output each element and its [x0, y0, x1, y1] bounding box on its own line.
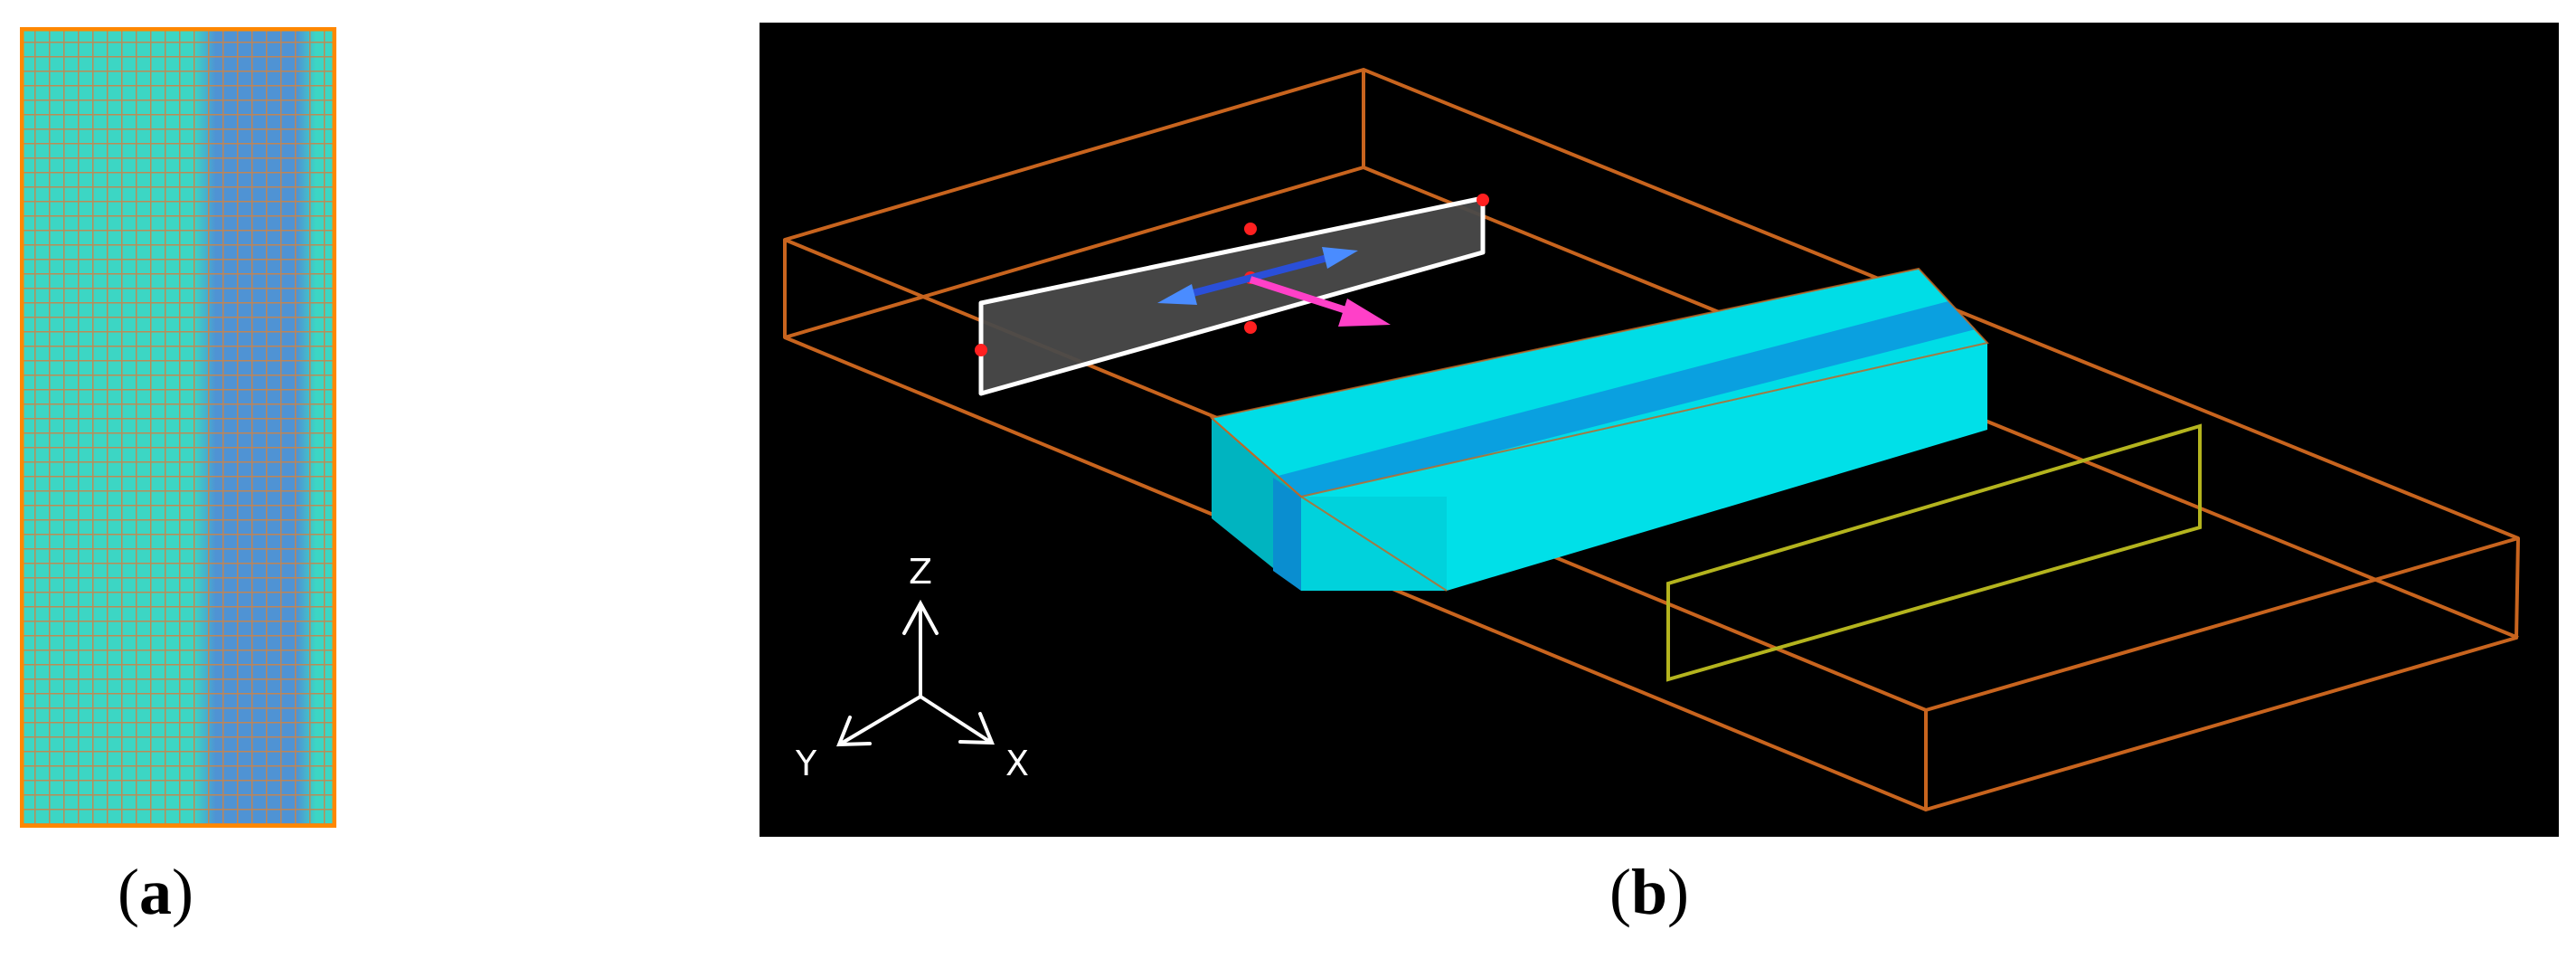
port-frame	[978, 195, 1486, 396]
port-marker	[1244, 321, 1257, 334]
y-axis-arrowhead	[836, 716, 872, 747]
panel-b-caption: (b)	[1609, 855, 1689, 930]
x-axis-arrowhead	[958, 712, 995, 745]
caption-open-paren: (	[1609, 856, 1631, 928]
caption-close-paren: )	[1667, 856, 1690, 928]
caption-close-paren: )	[171, 856, 193, 928]
mesh-border	[20, 27, 336, 828]
port-marker	[1244, 223, 1257, 235]
panel-a-mesh-view	[20, 27, 336, 828]
caption-open-paren: (	[118, 856, 139, 928]
excitation-port	[975, 194, 1489, 396]
simulation-domain-box	[783, 68, 2520, 811]
y-axis-label: Y	[795, 744, 817, 783]
mesh-grid	[22, 29, 335, 826]
x-axis-label: X	[1005, 744, 1029, 783]
z-axis-label: Z	[909, 552, 932, 592]
caption-letter-a: a	[138, 856, 172, 928]
propagation-arrow	[1249, 276, 1391, 327]
port-marker	[1477, 194, 1489, 206]
x-axis-line	[919, 695, 992, 744]
dielectric-slab	[1209, 267, 1989, 592]
polarization-arrow	[1157, 247, 1358, 305]
caption-letter-b: b	[1630, 856, 1668, 928]
port-marker	[975, 344, 987, 356]
panel-a-caption: (a)	[118, 855, 193, 930]
z-axis-arrowhead	[902, 599, 939, 635]
field-monitor-plane	[1666, 423, 2202, 682]
panel-b-3d-view: Z Y X	[760, 23, 2559, 837]
y-axis-line	[839, 695, 922, 745]
coordinate-axes-triad	[836, 599, 995, 747]
port-plane	[981, 198, 1483, 394]
